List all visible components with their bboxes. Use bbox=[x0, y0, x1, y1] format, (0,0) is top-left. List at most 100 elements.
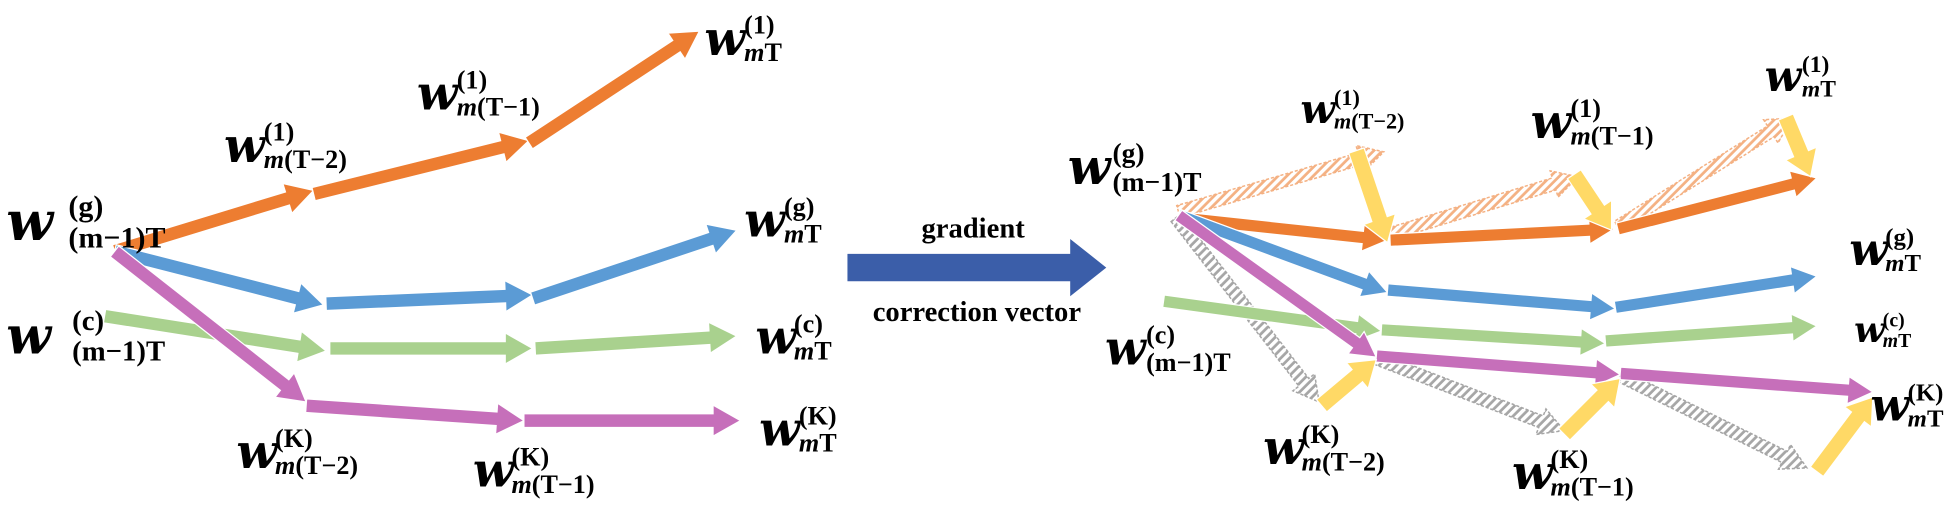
left-arrow-green-3 bbox=[534, 321, 738, 356]
right-arrow-blue-2 bbox=[1386, 283, 1617, 322]
label-superscript: (1) bbox=[1570, 94, 1600, 123]
left-arrow-green-2 bbox=[329, 331, 534, 366]
label-subscript-italic: m bbox=[1802, 76, 1820, 102]
right-arrow-purple-3 bbox=[1619, 366, 1875, 405]
label-w-1-m-T-minus-1-right: w(1)m(T−1) bbox=[1531, 94, 1654, 150]
label-superscript: (K) bbox=[275, 424, 313, 453]
label-superscript: (c) bbox=[794, 309, 823, 338]
gradient-caption: gradient bbox=[921, 213, 1025, 245]
label-symbol: w bbox=[1849, 223, 1889, 276]
label-symbol: w bbox=[6, 189, 55, 253]
right-arrow-purple-2 bbox=[1375, 349, 1622, 388]
label-superscript: (1) bbox=[1334, 85, 1360, 110]
label-superscript: (K) bbox=[799, 401, 837, 430]
correction-vector-caption: correction vector bbox=[873, 296, 1082, 328]
label-subscript: T bbox=[1927, 406, 1944, 433]
label-symbol: w bbox=[1870, 379, 1910, 432]
transition-arrow bbox=[847, 238, 1107, 297]
label-symbol: w bbox=[417, 67, 460, 122]
right-arrow-correction-1 bbox=[1347, 147, 1397, 244]
label-symbol: w bbox=[236, 425, 279, 480]
label-subscript: T bbox=[814, 337, 832, 366]
label-subscript: (m−1)T bbox=[1113, 166, 1202, 197]
label-w-K-m-T-minus-2-left: w(K)m(T−2) bbox=[236, 424, 358, 480]
right-arrow-hatched-orange-3 bbox=[1613, 117, 1794, 233]
label-subscript: (T−2) bbox=[1322, 447, 1385, 476]
right-arrow-correction-5 bbox=[1557, 377, 1622, 441]
label-w-g-m-minus-1-T-right: w(g)(m−1)T bbox=[1068, 137, 1202, 197]
label-subscript: (m−1)T bbox=[68, 221, 165, 254]
left-arrow-blue-2 bbox=[325, 279, 534, 313]
label-subscript: (T−2) bbox=[295, 451, 358, 480]
label-subscript-italic: m bbox=[1908, 406, 1927, 433]
right-arrow-correction-3 bbox=[1777, 113, 1818, 178]
label-subscript: (T−1) bbox=[532, 470, 595, 499]
label-w-g-mT-left: w(g)mT bbox=[744, 192, 822, 248]
label-subscript: (m−1)T bbox=[1146, 348, 1231, 377]
right-arrow-green-3 bbox=[1604, 313, 1819, 348]
label-symbol: w bbox=[759, 403, 802, 458]
label-w-g-mT-right: w(g)mT bbox=[1849, 223, 1921, 277]
right-arrow-hatched-gray-3 bbox=[1616, 369, 1809, 470]
left-arrow-blue-1 bbox=[111, 244, 325, 315]
label-subscript: (T−1) bbox=[1591, 121, 1654, 150]
label-symbol: w bbox=[744, 193, 787, 248]
right-arrow-purple-1 bbox=[1173, 209, 1378, 358]
left-arrow-orange-3 bbox=[524, 30, 701, 150]
label-w-g-m-minus-1-T-left: w(g)(m−1)T bbox=[6, 189, 165, 254]
label-w-1-mT-right: w(1)mT bbox=[1765, 52, 1837, 103]
label-w-c-mT-right: w(c)mT bbox=[1854, 309, 1911, 352]
right-diagram-arrows bbox=[1161, 113, 1875, 478]
right-arrow-blue-1 bbox=[1175, 208, 1389, 298]
label-symbol: w bbox=[224, 119, 267, 174]
label-subscript: T bbox=[1898, 330, 1911, 352]
right-arrow-correction-4 bbox=[1315, 358, 1378, 413]
label-superscript: (g) bbox=[1113, 137, 1145, 168]
label-w-K-m-T-minus-1-left: w(K)m(T−1) bbox=[473, 442, 595, 498]
label-symbol: w bbox=[1068, 137, 1113, 196]
label-w-K-m-T-minus-2-right: w(K)m(T−2) bbox=[1263, 420, 1385, 476]
label-subscript: (T−2) bbox=[284, 145, 347, 174]
label-subscript-italic: m bbox=[511, 470, 531, 499]
left-arrow-purple-3 bbox=[523, 404, 742, 438]
label-w-K-m-T-minus-1-right: w(K)m(T−1) bbox=[1512, 445, 1634, 501]
label-w-K-mT-right: w(K)mT bbox=[1870, 379, 1944, 433]
label-superscript: (c) bbox=[72, 305, 104, 337]
label-subscript-italic: m bbox=[784, 220, 804, 249]
left-arrow-orange-1 bbox=[111, 182, 315, 259]
label-symbol: w bbox=[1512, 446, 1555, 501]
label-w-1-m-T-minus-2-left: w(1)m(T−2) bbox=[224, 118, 347, 174]
label-w-1-m-T-minus-2-right: w(1)m(T−2) bbox=[1300, 85, 1404, 133]
label-superscript: (K) bbox=[511, 442, 549, 471]
label-subscript-italic: m bbox=[799, 429, 819, 458]
label-symbol: w bbox=[1765, 52, 1803, 102]
label-symbol: w bbox=[6, 305, 53, 366]
label-subscript: T bbox=[804, 220, 822, 249]
label-superscript: (K) bbox=[1302, 420, 1340, 449]
label-superscript: (K) bbox=[1551, 445, 1589, 474]
label-subscript-italic: m bbox=[794, 337, 814, 366]
left-diagram-arrows bbox=[102, 30, 742, 438]
label-superscript: (1) bbox=[744, 11, 774, 40]
label-subscript-italic: m bbox=[1551, 472, 1571, 501]
label-subscript: T bbox=[764, 38, 782, 67]
label-subscript-italic: m bbox=[1883, 330, 1898, 352]
left-diagram-labels: w(g)(m−1)Tw(1)m(T−2)w(1)m(T−1)w(1)mTw(g)… bbox=[6, 11, 837, 499]
label-w-c-m-minus-1-T-left: w(c)(m−1)T bbox=[6, 305, 165, 367]
left-arrow-blue-3 bbox=[529, 223, 738, 306]
label-w-K-mT-left: w(K)mT bbox=[759, 401, 837, 457]
label-w-c-mT-left: w(c)mT bbox=[755, 309, 832, 365]
left-arrow-purple-2 bbox=[304, 398, 526, 436]
label-w-c-m-minus-1-T-right: w(c)(m−1)T bbox=[1105, 320, 1231, 376]
label-symbol: w bbox=[1854, 310, 1886, 351]
label-superscript: (1) bbox=[264, 118, 294, 147]
label-subscript-italic: m bbox=[1570, 121, 1590, 150]
right-arrow-correction-2 bbox=[1566, 168, 1613, 232]
label-subscript-italic: m bbox=[744, 38, 764, 67]
label-symbol: w bbox=[755, 310, 798, 365]
right-arrow-orange-3 bbox=[1615, 170, 1819, 236]
label-symbol: w bbox=[473, 444, 516, 499]
label-symbol: w bbox=[1300, 86, 1336, 133]
label-symbol: w bbox=[1105, 322, 1148, 377]
